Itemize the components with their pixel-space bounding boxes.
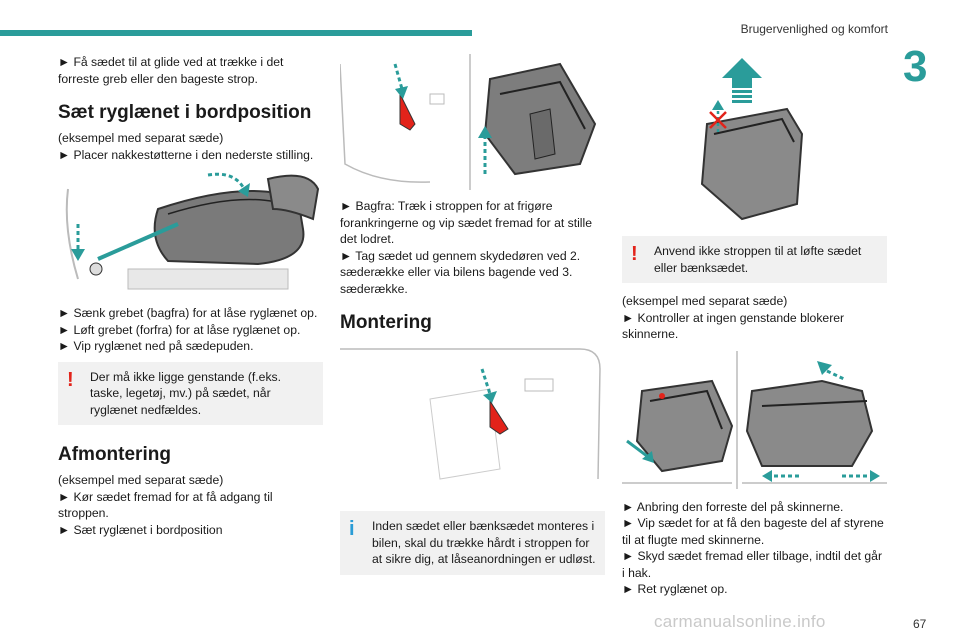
info-note: i Inden sædet eller bænksædet monteres i… bbox=[340, 511, 605, 575]
paragraph-front-on-rails: ► Anbring den forreste del på skinnerne. bbox=[622, 499, 844, 514]
paragraph-example: (eksempel med separat sæde) bbox=[58, 131, 224, 145]
paragraph-check-rails: ► Kontroller at ingen genstande blokerer… bbox=[622, 310, 845, 342]
paragraph-move-seat: ► Kør sædet fremad for at få adgang til … bbox=[58, 489, 273, 521]
illustration-mounting bbox=[340, 339, 605, 503]
illustration-rails bbox=[622, 350, 887, 489]
paragraph-headrests: ► Placer nakkestøtterne i den nederste s… bbox=[58, 147, 314, 162]
illustration-seat-fold bbox=[58, 169, 323, 297]
column-3: ! Anvend ikke stroppen til at løfte sæde… bbox=[622, 54, 887, 598]
watermark: carmanualsonline.info bbox=[654, 612, 826, 631]
paragraph-example-3: (eksempel med separat sæde) bbox=[622, 294, 788, 308]
warning-text: Der må ikke ligge genstande (f.eks. task… bbox=[90, 369, 282, 417]
paragraph-lower-lever: ► Sænk grebet (bagfra) for at låse ryglæ… bbox=[58, 306, 318, 320]
paragraph-slide-to-lock: ► Skyd sædet fremad eller tilbage, indti… bbox=[622, 549, 883, 580]
paragraph-raise-lever: ► Løft grebet (forfra) for at låse ryglæ… bbox=[58, 322, 301, 337]
column-1: ► Få sædet til at glide ved at trække i … bbox=[58, 54, 323, 538]
info-icon: i bbox=[349, 518, 355, 540]
paragraph-raise-backrest: ► Ret ryglænet op. bbox=[622, 582, 728, 596]
heading-removal: Afmontering bbox=[58, 444, 171, 465]
heading-mounting: Montering bbox=[340, 312, 432, 333]
paragraph-example-2: (eksempel med separat sæde) bbox=[58, 473, 224, 487]
paragraph-slide-seat: ► Få sædet til at glide ved at trække i … bbox=[58, 55, 284, 86]
illustration-strap-release bbox=[340, 54, 605, 190]
warning-icon: ! bbox=[67, 368, 74, 391]
column-2: ► Bagfra: Træk i stroppen for at frigøre… bbox=[340, 54, 605, 575]
heading-table-position: Sæt ryglænet i bordposition bbox=[58, 102, 312, 123]
warning-icon-2: ! bbox=[631, 243, 638, 265]
paragraph-tilt-seat: ► Vip sædet for at få den bageste del af… bbox=[622, 516, 884, 547]
paragraph-tilt-backrest: ► Vip ryglænet ned på sædepuden. bbox=[58, 339, 254, 353]
illustration-do-not-lift bbox=[622, 54, 887, 224]
header-accent-bar bbox=[0, 30, 472, 36]
warning-note: ! Der må ikke ligge genstande (f.eks. ta… bbox=[58, 361, 323, 425]
paragraph-remove-seat: ► Tag sædet ud gennem skydedøren ved 2. … bbox=[340, 248, 581, 296]
chapter-number: 3 bbox=[903, 42, 928, 91]
info-text: Inden sædet eller bænksædet monteres i b… bbox=[372, 519, 596, 566]
section-title: Brugervenlighed og komfort bbox=[740, 22, 888, 36]
paragraph-pull-strap: ► Bagfra: Træk i stroppen for at frigøre… bbox=[340, 199, 592, 246]
warning-text-2: Anvend ikke stroppen til at løfte sædet … bbox=[654, 244, 862, 275]
warning-note-2: ! Anvend ikke stroppen til at løfte sæde… bbox=[622, 236, 887, 283]
page-number: 67 bbox=[913, 617, 927, 631]
paragraph-table-position: ► Sæt ryglænet i bordposition bbox=[58, 522, 223, 537]
